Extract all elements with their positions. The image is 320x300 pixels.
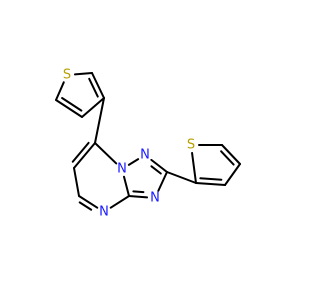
atom-label-n4: N <box>99 205 109 220</box>
bond-c5b-c4b <box>221 144 241 165</box>
bond-n1-c7 <box>94 142 118 165</box>
bond-c5-n4 <box>78 195 99 209</box>
bond-n3-c3a <box>128 195 149 199</box>
bond-tS-tC2 <box>55 81 65 101</box>
bond-c2-c2a <box>166 171 197 184</box>
bond-tC4-c7 <box>94 97 105 144</box>
bond-c5-n4-double <box>78 201 93 211</box>
bond-tC3-tC4 <box>81 97 105 118</box>
bond-c3a-n1 <box>123 175 130 197</box>
bond-tC2-tC3-double <box>61 97 83 112</box>
bond-tC4-tC5-double <box>88 77 99 98</box>
bond-c7-c6 <box>73 142 96 169</box>
bond-n2-c2-double <box>150 165 162 175</box>
bond-tC4-tC5 <box>91 72 105 99</box>
bond-tC2-tC3 <box>55 99 83 118</box>
bond-c7-c6-double <box>71 141 90 163</box>
atom-label-n1: N <box>117 162 127 177</box>
bond-c6-c5 <box>73 167 80 197</box>
bond-tC5-tS <box>73 72 93 76</box>
atom-label-n2: N <box>140 148 150 163</box>
bond-c3b-c2a-double <box>199 177 223 181</box>
bond-c3b-c2a <box>195 182 226 186</box>
bond-n4-c3a <box>109 195 130 209</box>
bond-n1-n2 <box>127 158 140 166</box>
bond-n2-c2 <box>150 158 168 173</box>
atom-label-n3: N <box>150 191 160 206</box>
atom-label-s_thiophen2yl: S <box>187 138 195 153</box>
bond-c5b-c4b-double <box>220 150 235 166</box>
bond-c2-n3 <box>157 171 168 192</box>
bonds-layer <box>55 72 241 211</box>
bond-n3-c3a-double <box>132 190 145 194</box>
atom-label-s_thiophen3yl: S <box>63 68 71 83</box>
bond-c4b-c3b <box>224 163 241 186</box>
bond-c2a-s2 <box>191 151 197 184</box>
